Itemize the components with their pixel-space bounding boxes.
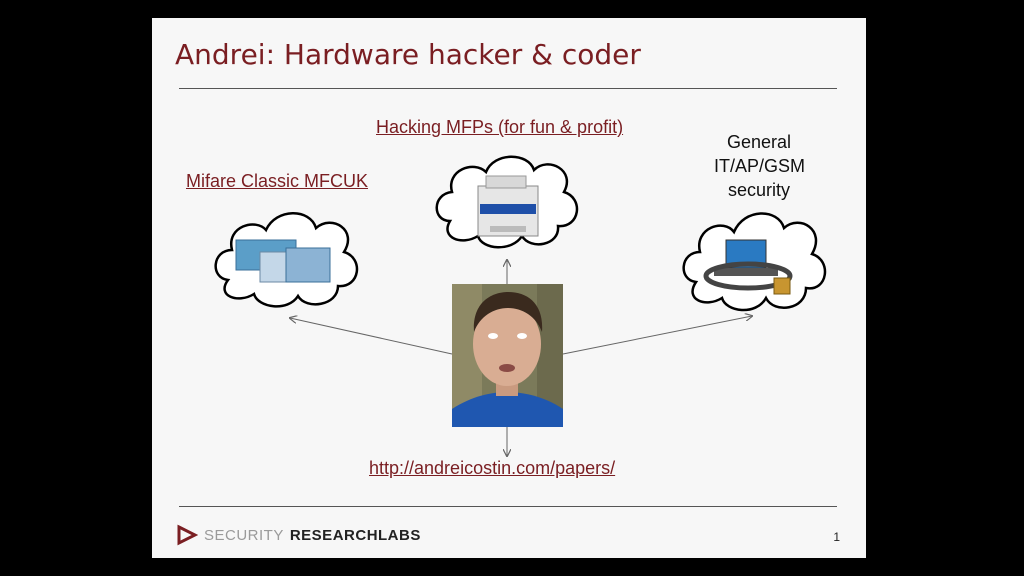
papers-url-link[interactable]: http://andreicostin.com/papers/ xyxy=(369,458,616,478)
arrow-to-security xyxy=(562,316,752,355)
security-label-line-3: security xyxy=(727,180,790,200)
security-label-line-2: IT/AP/GSM xyxy=(714,156,806,176)
mfp-hacking-link[interactable]: Hacking MFPs (for fun & profit) xyxy=(376,117,624,137)
mifare-link[interactable]: Mifare Classic MFCUK xyxy=(186,171,369,191)
slide-title: Andrei: Hardware hacker & coder xyxy=(175,38,641,71)
printer-icon xyxy=(477,175,539,237)
security-cloud xyxy=(682,212,827,312)
chained-laptop-icon xyxy=(703,239,793,295)
security-label: General IT/AP/GSM security xyxy=(714,130,806,202)
printer-cloud xyxy=(435,155,579,249)
srlabs-logo-icon xyxy=(177,524,198,546)
logo-text-security: SECURITY xyxy=(204,526,284,544)
page-number: 1 xyxy=(833,530,840,544)
security-label-line-1: General xyxy=(726,132,792,152)
title-divider xyxy=(179,88,837,89)
logo-text-research-labs: RESEARCHLABS xyxy=(289,526,421,544)
rfid-cards-icon xyxy=(235,239,331,283)
arrow-to-mifare xyxy=(290,318,453,355)
footer-divider xyxy=(179,506,837,507)
slide: Andrei: Hardware hacker & coder Hacking … xyxy=(152,18,866,558)
mifare-cloud xyxy=(214,212,359,308)
security-research-labs-logo: SECURITY RESEARCHLABS xyxy=(176,524,421,546)
portrait-photo xyxy=(452,284,563,427)
